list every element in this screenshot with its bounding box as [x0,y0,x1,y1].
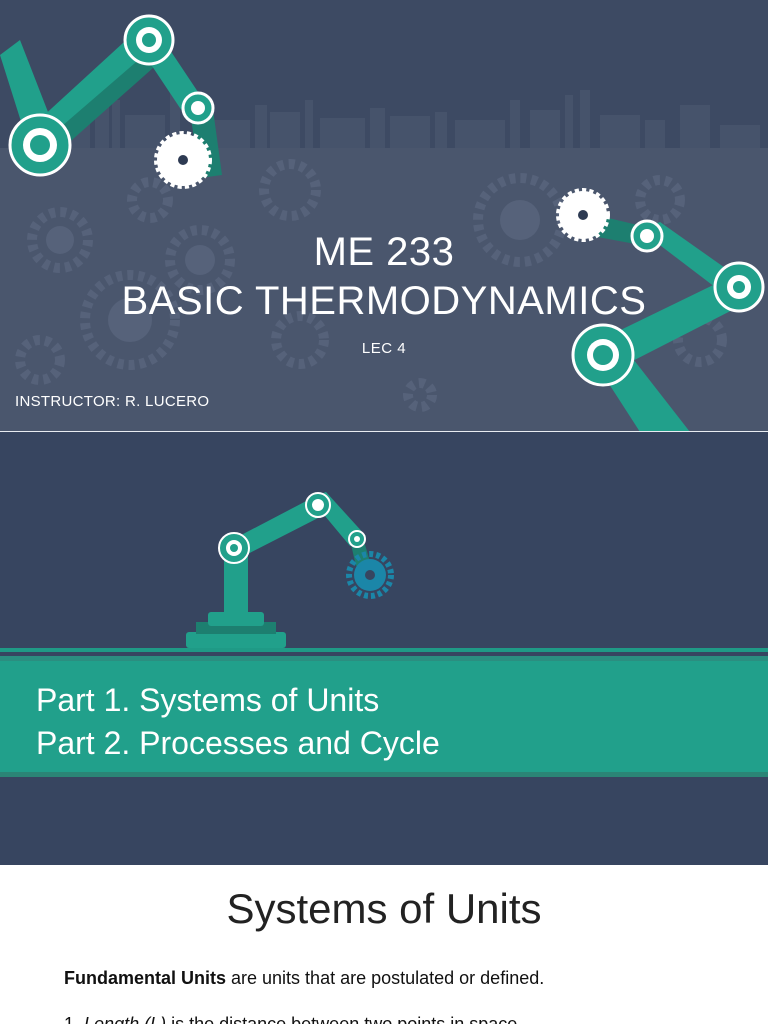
instructor-label: INSTRUCTOR: R. LUCERO [15,393,210,410]
list-item: 1. Length (L) is the distance between tw… [64,1014,522,1024]
agenda-band: Part 1. Systems of Units Part 2. Process… [0,656,768,777]
content-slide: Systems of Units Fundamental Units are u… [0,865,768,1024]
agenda-item-part1: Part 1. Systems of Units [36,682,380,718]
robot-arm-icon [0,14,222,189]
fundamental-units-text: are units that are postulated or defined… [226,968,545,988]
length-definition: is the distance between two points in sp… [166,1014,523,1024]
band-accent-bottom [0,772,768,777]
slide-title: Systems of Units [226,885,542,932]
robot-arm-icon [186,492,394,648]
length-term: Length (L) [84,1014,167,1024]
fundamental-units-term: Fundamental Units [64,968,227,988]
title-slide: ME 233 BASIC THERMODYNAMICS LEC 4 INSTRU… [0,0,768,432]
course-title: BASIC THERMODYNAMICS [121,279,647,323]
agenda-slide: Part 1. Systems of Units Part 2. Process… [0,432,768,865]
slide1-background [0,14,768,432]
agenda-item-part2: Part 2. Processes and Cycle [36,725,440,761]
band-accent-top [0,648,768,652]
agenda-list: Part 1. Systems of Units Part 2. Process… [36,679,440,765]
list-number: 1. [64,1014,80,1024]
robot-arm-icon [556,188,765,432]
title-block: ME 233 BASIC THERMODYNAMICS LEC 4 [0,228,768,357]
course-code: ME 233 [313,230,455,274]
fundamental-units-definition: Fundamental Units are units that are pos… [64,968,544,989]
lecture-number: LEC 4 [361,340,407,357]
